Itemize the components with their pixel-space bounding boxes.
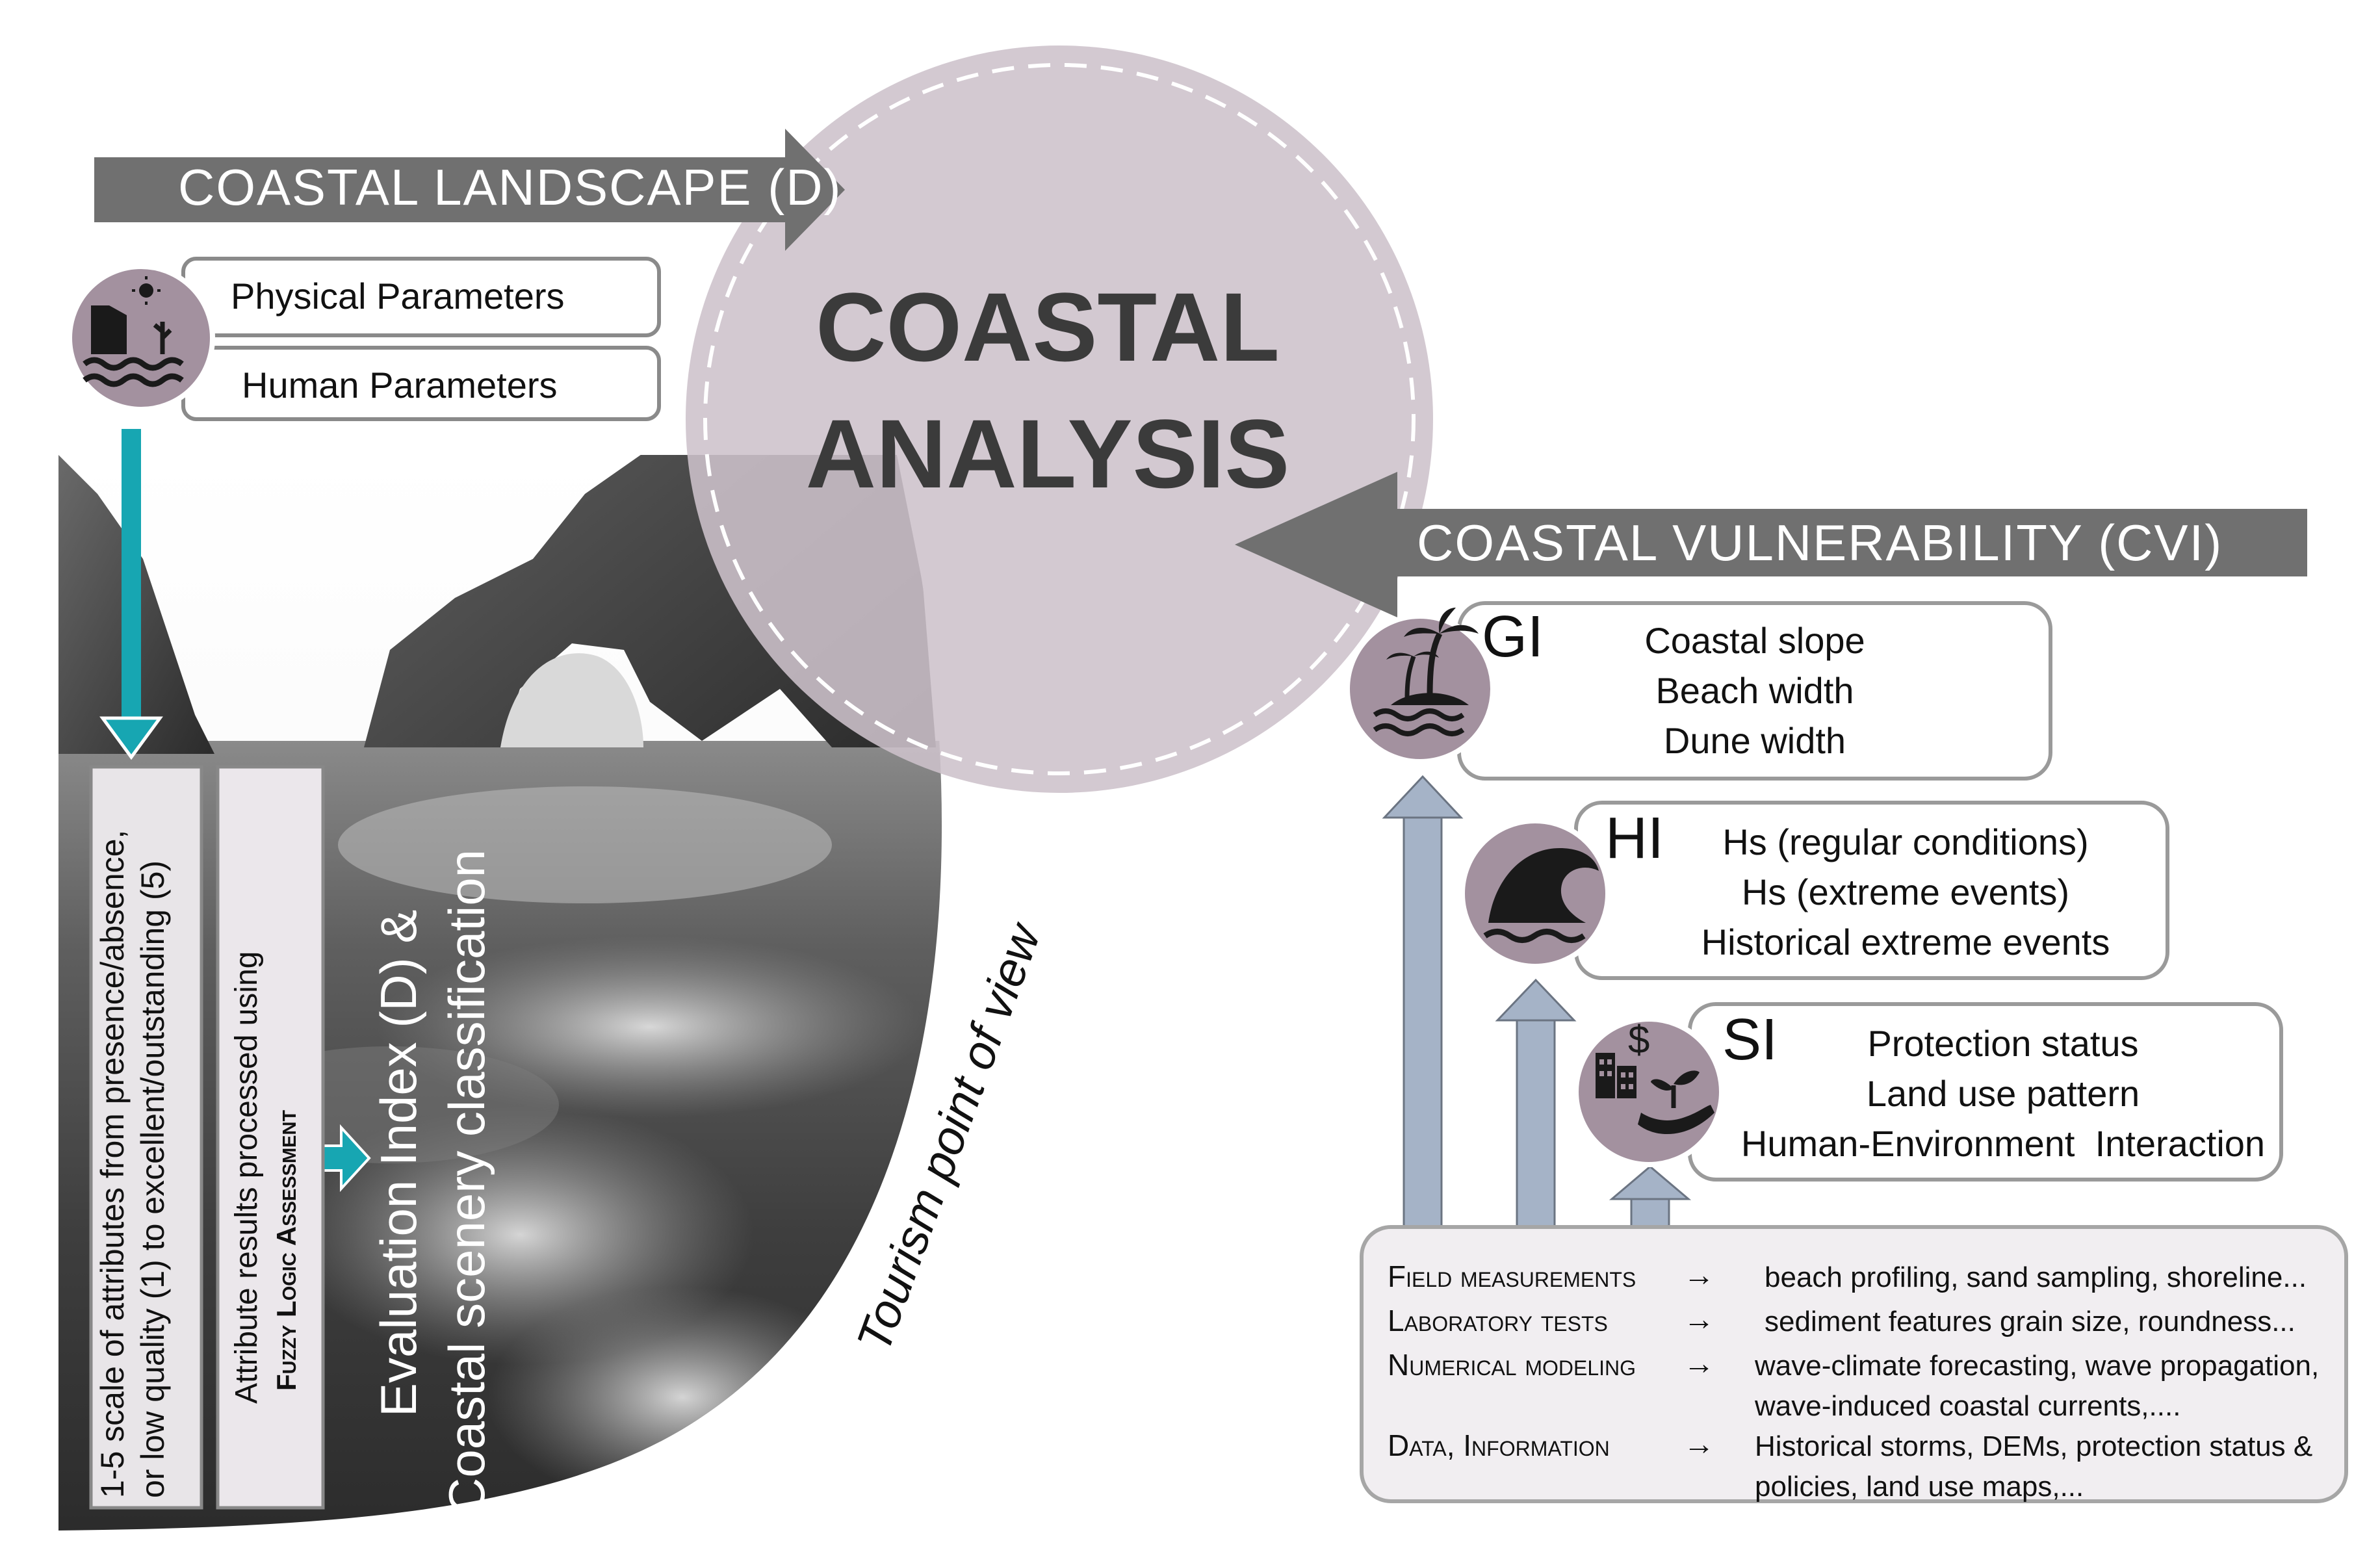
si-item: Protection status xyxy=(1867,1023,2138,1064)
data-source-row: Field measurements → beach profiling, sa… xyxy=(1388,1258,2307,1293)
data-source-label: Laboratory tests xyxy=(1388,1304,1608,1337)
physical-parameters-label: Physical Parameters xyxy=(231,276,565,316)
coastal-landscape-title: COASTAL LANDSCAPE (D) xyxy=(178,159,842,216)
teal-down-arrow-head xyxy=(99,716,163,760)
data-source-desc: policies, land use maps,... xyxy=(1755,1471,2084,1503)
data-source-desc: sediment features grain size, roundness.… xyxy=(1765,1306,2296,1337)
si-item: Land use pattern xyxy=(1867,1073,2140,1114)
svg-text:$: $ xyxy=(1628,1018,1649,1061)
data-source-arrow: → xyxy=(1683,1427,1714,1462)
si-tag: SI xyxy=(1722,1007,1778,1072)
center-title-line1: COASTAL xyxy=(816,272,1280,381)
hi-item: Hs (extreme events) xyxy=(1742,872,2069,912)
scale-text-line1: 1-5 scale of attributes from presence/ab… xyxy=(94,830,131,1498)
gi-item: Beach width xyxy=(1655,670,1854,711)
fuzzy-text-line1: Attribute results processed using xyxy=(229,951,264,1404)
fuzzy-box xyxy=(216,765,325,1510)
data-source-arrow: → xyxy=(1683,1302,1714,1337)
data-source-label: Data, Information xyxy=(1388,1428,1610,1462)
island-palm-icon xyxy=(1345,608,1495,764)
data-sources-box xyxy=(1360,1225,2348,1503)
scale-box xyxy=(89,765,203,1510)
scale-text-line2: or low quality (1) to excellent/outstand… xyxy=(135,860,171,1498)
landscape-icon xyxy=(67,264,215,412)
data-source-row: Numerical modeling → wave-climate foreca… xyxy=(1388,1347,2319,1422)
coastal-vulnerability-banner-arrow xyxy=(1235,472,2307,617)
dashed-ring xyxy=(703,63,1416,775)
data-source-desc: wave-induced coastal currents,.... xyxy=(1754,1390,2180,1422)
center-title-line2: ANALYSIS xyxy=(806,399,1290,508)
hi-tag: HI xyxy=(1605,806,1664,871)
data-source-desc: beach profiling, sand sampling, shorelin… xyxy=(1765,1261,2307,1293)
data-source-desc: Historical storms, DEMs, protection stat… xyxy=(1755,1430,2312,1462)
hi-item: Hs (regular conditions) xyxy=(1722,821,2088,862)
fuzzy-text-line2: Fuzzy Logic Assessment xyxy=(271,1110,302,1391)
gi-item: Dune width xyxy=(1664,720,1846,761)
data-source-row: Laboratory tests → sediment features gra… xyxy=(1388,1302,2296,1337)
gi-tag: GI xyxy=(1482,604,1544,669)
coastal-landscape-banner-arrow xyxy=(94,129,845,251)
data-source-label: Numerical modeling xyxy=(1388,1348,1636,1382)
coastal-analysis-circle xyxy=(686,45,1433,793)
data-source-label: Field measurements xyxy=(1388,1259,1636,1293)
hi-item: Historical extreme events xyxy=(1701,922,2110,962)
si-item: Human-Environment Interaction xyxy=(1741,1123,2265,1164)
evaluation-text-line2: Coastal scenery classification xyxy=(438,849,495,1514)
coastal-vulnerability-title: COASTAL VULNERABILITY (CVI) xyxy=(1417,514,2223,571)
upward-arrows xyxy=(1382,775,1692,1228)
data-source-row: Data, Information → Historical storms, D… xyxy=(1388,1427,2312,1503)
gi-item: Coastal slope xyxy=(1644,620,1865,661)
human-parameters-label: Human Parameters xyxy=(242,365,558,406)
evaluation-text-line1: Evaluation Index (D) & xyxy=(370,910,427,1417)
wave-icon xyxy=(1460,818,1610,969)
data-source-desc: wave-climate forecasting, wave propagati… xyxy=(1754,1350,2319,1382)
teal-down-arrow-shaft xyxy=(122,429,141,734)
data-source-arrow: → xyxy=(1683,1347,1714,1381)
data-source-arrow: → xyxy=(1683,1258,1714,1293)
city-hand-plant-icon: $ xyxy=(1573,1016,1724,1167)
